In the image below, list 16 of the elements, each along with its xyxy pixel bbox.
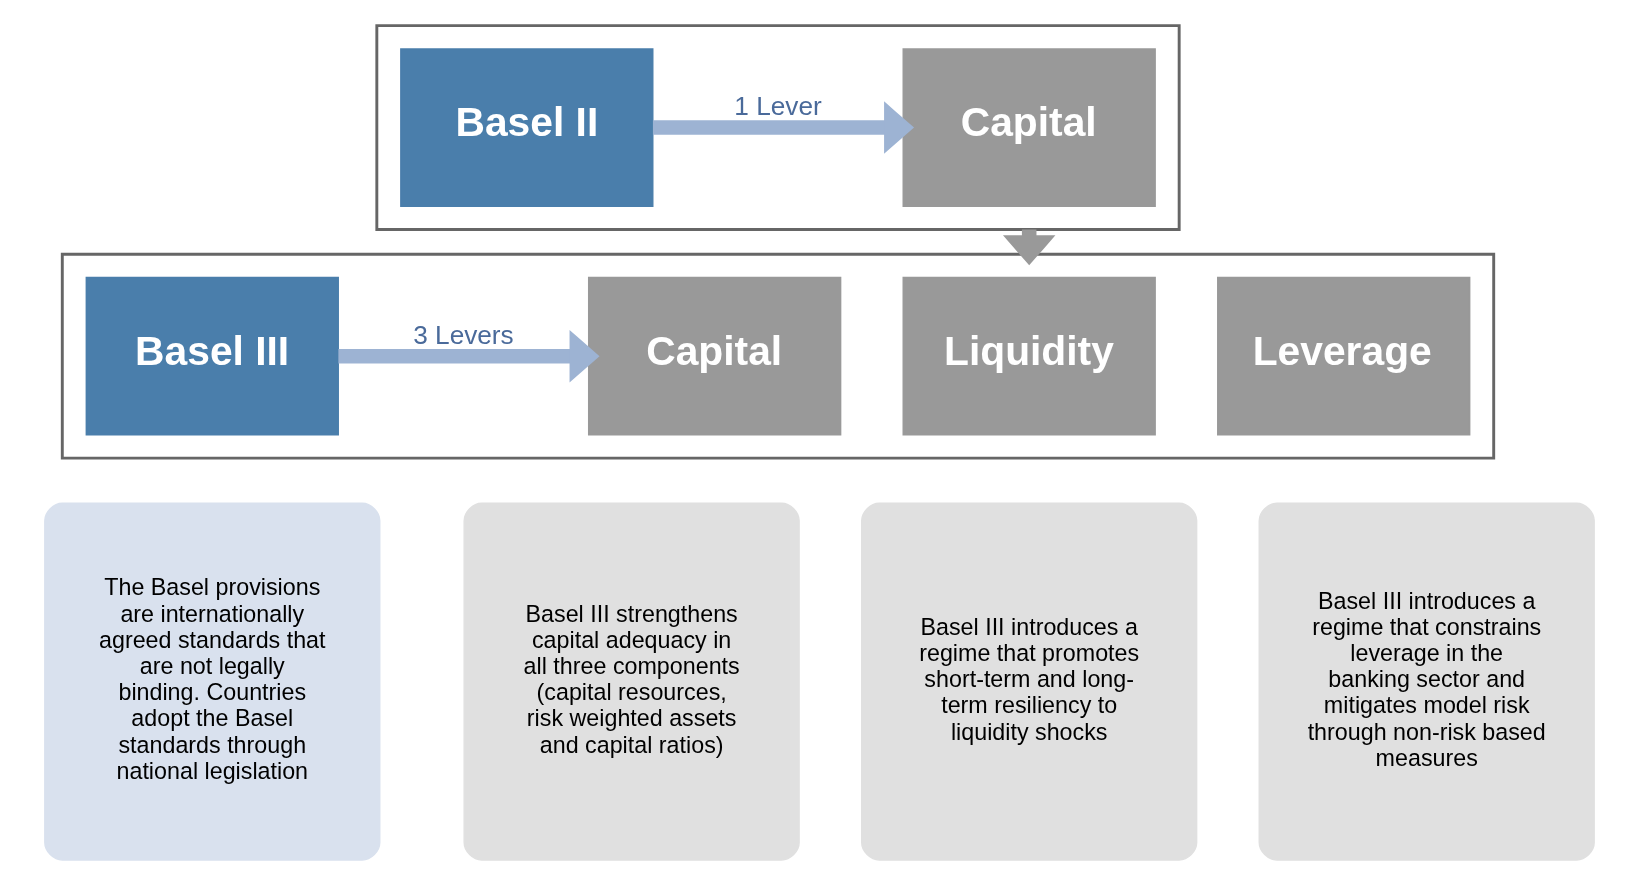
node-box: Leverage bbox=[1217, 276, 1471, 436]
arrow bbox=[652, 101, 915, 154]
node-box: Basel III bbox=[85, 276, 339, 436]
cluster bbox=[375, 24, 1181, 231]
node-box: The Basel provisions are internationally agreed standards that are not legally binding. Countries adopt the Basel standards through national legislation bbox=[44, 502, 381, 861]
node-box: Basel III introduces a regime that promotes short-term and long-term resiliency to liquidity shocks bbox=[861, 502, 1198, 861]
node-box: Basel III strengthens capital adequacy in all three components (capital resources, risk weighted assets and capital ratios) bbox=[463, 502, 800, 861]
node-box: Capital bbox=[587, 276, 842, 436]
node-box: Basel III introduces a regime that constrains leverage in the banking sector and mitigates model risk through non-risk based measures bbox=[1258, 502, 1595, 861]
node-box: Basel II bbox=[400, 48, 654, 207]
node-box: Capital bbox=[902, 48, 1156, 207]
edge-label: 3 Levers bbox=[413, 319, 514, 350]
node-box: Liquidity bbox=[902, 276, 1156, 436]
cluster bbox=[60, 252, 1496, 460]
edge-label: 1 Lever bbox=[734, 91, 822, 122]
arrow bbox=[338, 329, 600, 383]
